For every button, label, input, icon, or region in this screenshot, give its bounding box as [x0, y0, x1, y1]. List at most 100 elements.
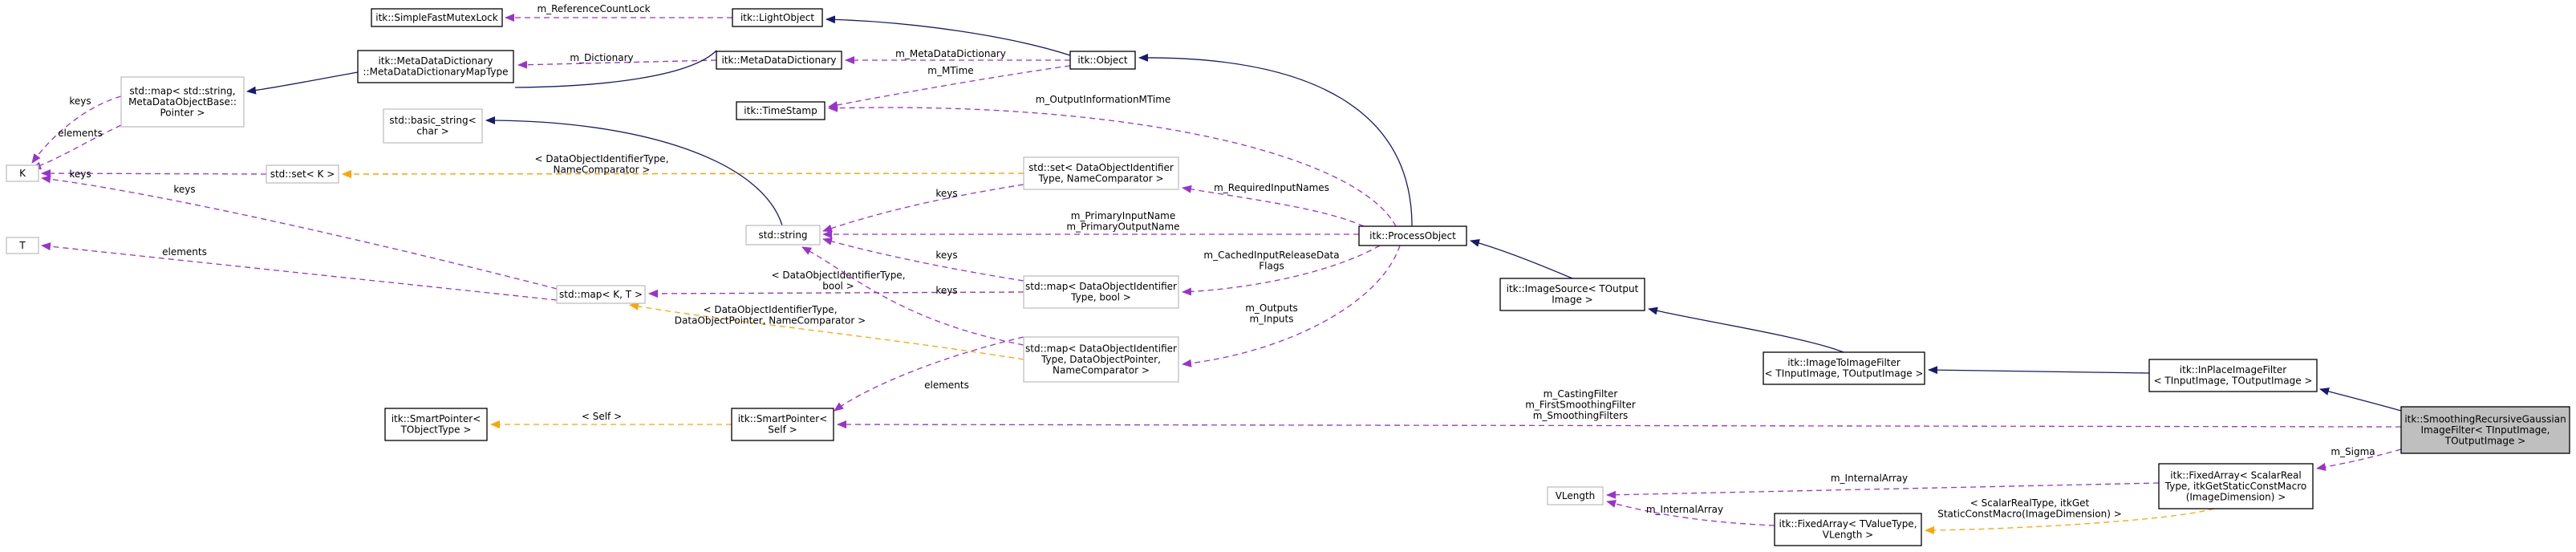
- node-label: itk::SmartPointer<Self >: [738, 413, 828, 436]
- node-label: itk::LightObject: [740, 12, 814, 23]
- node-meta-data-dictionary-map-type[interactable]: itk::MetaDataDictionary::MetaDataDiction…: [357, 50, 514, 83]
- edge-keys-14: keys: [822, 184, 1024, 233]
- edge-label: keys: [69, 168, 91, 180]
- node-box: [1499, 278, 1645, 311]
- edge-internal_array-34: m_InternalArray: [1606, 473, 2160, 499]
- edge-label: m_Sigma: [2331, 446, 2375, 457]
- node-label: std::set< K >: [270, 168, 335, 180]
- node-label: itk::Object: [1077, 55, 1127, 66]
- edge-label: elements: [924, 380, 969, 391]
- edge-elements-9: elements: [31, 124, 122, 170]
- edge-line: [828, 104, 1397, 227]
- edge-inherit-27: [1470, 239, 1573, 279]
- edge-internal_array-35: m_InternalArray: [1606, 500, 1775, 526]
- node-set-k[interactable]: std::set< K >: [266, 164, 339, 184]
- edge-line: [826, 15, 1071, 56]
- node-vlength[interactable]: VLength: [1547, 486, 1604, 505]
- edge-elements-25: elements: [834, 336, 1024, 412]
- node-k[interactable]: K: [6, 164, 39, 182]
- node-label: K: [19, 168, 26, 179]
- node-box: [371, 8, 503, 27]
- node-box: [1023, 336, 1179, 383]
- edge-line: [1182, 185, 1365, 227]
- node-box: [357, 50, 514, 83]
- edge-line: [1606, 500, 1775, 526]
- edge-line: [41, 175, 558, 290]
- edge-inherit-3: [247, 50, 717, 91]
- edge-label: < DataObjectIdentifierType,DataObjectPoi…: [675, 304, 866, 327]
- edge-keys-21: keys: [41, 175, 558, 290]
- edge-label: < DataObjectIdentifierType,NameComparato…: [534, 153, 668, 176]
- node-map-k-t[interactable]: std::map< K, T >: [556, 285, 646, 304]
- edge-use-26: [801, 246, 1024, 346]
- edge-line: [1138, 53, 1413, 227]
- node-box: [384, 408, 488, 441]
- node-image-to-image-filter[interactable]: itk::ImageToImageFilter< TInputImage, TO…: [1763, 351, 1925, 385]
- edge-line: [822, 237, 1024, 282]
- node-label: std::string: [758, 229, 807, 241]
- edge-set_template-11: < DataObjectIdentifierType,NameComparato…: [342, 153, 1024, 178]
- edge-inherit-15: [485, 116, 783, 226]
- node-box: [556, 285, 646, 304]
- node-box: [1023, 156, 1179, 190]
- node-itk-object[interactable]: itk::Object: [1069, 51, 1136, 70]
- edge-line: [648, 289, 1024, 298]
- node-std-string[interactable]: std::string: [745, 225, 821, 246]
- node-box: [2400, 406, 2570, 454]
- edge-keys-8: keys: [31, 95, 122, 164]
- edge-label: m_Dictionary: [570, 52, 633, 63]
- nodes-layer: itk::SimpleFastMutexLock itk::LightObject…: [6, 8, 2570, 546]
- edge-bool_template-19: < DataObjectIdentifierType,bool >: [648, 270, 1024, 298]
- node-t[interactable]: T: [6, 237, 39, 254]
- edge-inherit-6: [1138, 53, 1413, 227]
- node-fixed-array-tvalue[interactable]: itk::FixedArray< TValueType,VLength >: [1774, 513, 1922, 546]
- edge-line: [828, 65, 1071, 109]
- node-meta-data-dictionary[interactable]: itk::MetaDataDictionary: [716, 51, 842, 70]
- node-label: itk::MetaDataDictionary::MetaDataDiction…: [363, 55, 509, 78]
- edge-elements-22: elements: [41, 242, 558, 301]
- node-box: [1358, 225, 1467, 246]
- node-smart-pointer-tobject[interactable]: itk::SmartPointer<TObjectType >: [384, 408, 488, 441]
- node-process-object[interactable]: itk::ProcessObject: [1358, 225, 1467, 246]
- edge-line: [1470, 239, 1573, 279]
- edge-dictionary-2: m_Dictionary: [517, 52, 717, 69]
- node-label: itk::InPlaceImageFilter< TInputImage, TO…: [2154, 364, 2313, 387]
- node-map-string-metadata[interactable]: std::map< std::string,MetaDataObjectBase…: [120, 76, 245, 128]
- edge-line: [485, 116, 783, 226]
- node-simple-fast-mutex-lock[interactable]: itk::SimpleFastMutexLock: [371, 8, 503, 27]
- edge-inherit-30: [2319, 388, 2402, 412]
- edge-line: [629, 302, 1024, 360]
- edge-keys-12: keys: [41, 168, 267, 180]
- node-box: [745, 225, 821, 246]
- node-box: [2148, 359, 2318, 392]
- edge-line: [1648, 306, 1844, 353]
- edge-meta_data_dictionary-4: m_MetaDataDictionary: [845, 48, 1070, 64]
- node-box: [266, 164, 339, 184]
- node-smart-pointer-self[interactable]: itk::SmartPointer<Self >: [731, 408, 834, 441]
- edge-self_template-31: < Self >: [490, 411, 732, 428]
- node-time-stamp[interactable]: itk::TimeStamp: [736, 101, 826, 120]
- edge-line: [247, 50, 717, 91]
- edge-label: keys: [935, 188, 957, 199]
- edge-line: [2316, 448, 2402, 471]
- edge-label: < DataObjectIdentifierType,bool >: [771, 270, 905, 292]
- edge-line: [31, 124, 122, 170]
- node-light-object[interactable]: itk::LightObject: [732, 8, 823, 27]
- edge-inherit-28: [1648, 306, 1844, 353]
- node-basic-string[interactable]: std::basic_string<char >: [383, 108, 483, 144]
- node-label: VLength: [1556, 490, 1596, 501]
- node-in-place-image-filter[interactable]: itk::InPlaceImageFilter< TInputImage, TO…: [2148, 359, 2318, 392]
- edge-label: keys: [935, 285, 957, 296]
